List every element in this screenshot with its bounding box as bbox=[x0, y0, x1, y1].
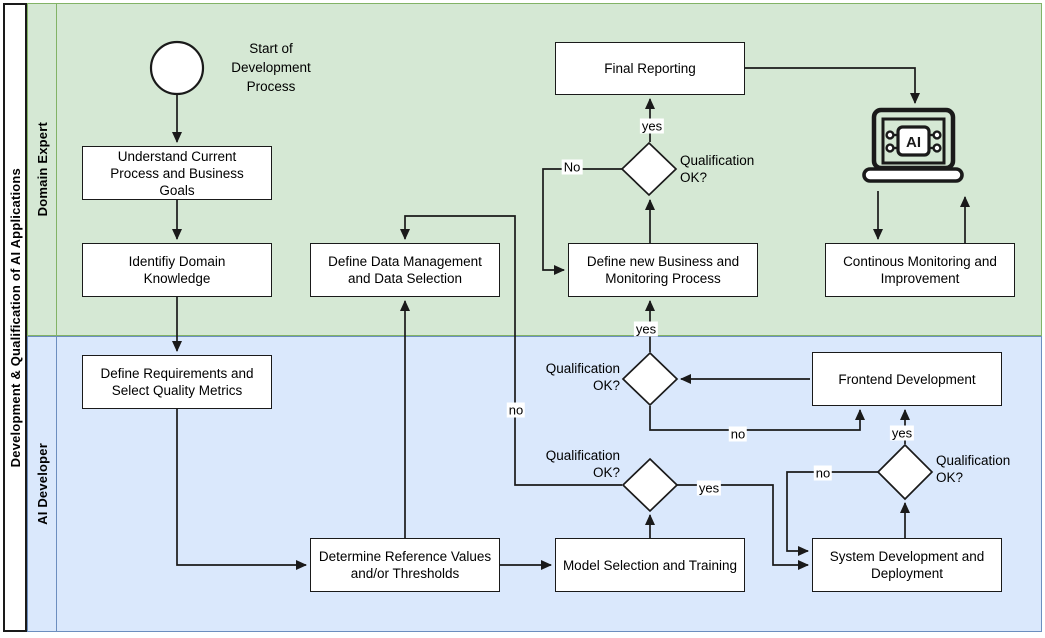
task-frontend-development: Frontend Development bbox=[812, 352, 1002, 406]
edge-label-d4-yes: yes bbox=[696, 480, 722, 496]
task-define-requirements: Define Requirements and Select Quality M… bbox=[82, 355, 272, 409]
start-event-label: Start of Development Process bbox=[231, 41, 311, 94]
task-final-reporting: Final Reporting bbox=[555, 42, 745, 95]
edge-label-d4-no: no bbox=[506, 402, 526, 418]
task-understand-current-process: Understand Current Process and Business … bbox=[82, 146, 272, 200]
lane-label-ai-developer: AI Developer bbox=[34, 443, 50, 525]
edge-label-d2-yes: yes bbox=[633, 321, 659, 337]
decision1-label: Qualification OK? bbox=[680, 153, 755, 185]
task-define-data-management: Define Data Management and Data Selectio… bbox=[310, 243, 500, 297]
lane-label-domain-expert: Domain Expert bbox=[34, 122, 50, 217]
edge-label-d2-no: no bbox=[728, 426, 748, 442]
task-define-new-business-process: Define new Business and Monitoring Proce… bbox=[568, 243, 758, 297]
edge-label-d3-no: no bbox=[813, 465, 833, 481]
task-system-development-deployment: System Development and Deployment bbox=[812, 538, 1002, 592]
decision2-label: Qualification OK? bbox=[545, 361, 620, 393]
task-model-selection-training: Model Selection and Training bbox=[555, 538, 745, 592]
edge-label-d1-yes: yes bbox=[639, 118, 665, 134]
edge-label-d1-no: No bbox=[561, 159, 583, 175]
pool-title-bar: Development & Qualification of AI Applic… bbox=[3, 3, 27, 632]
lane-ai-developer-header: AI Developer bbox=[28, 337, 57, 631]
task-identify-domain-knowledge: Identifiy Domain Knowledge bbox=[82, 243, 272, 297]
lane-domain-expert-header: Domain Expert bbox=[28, 4, 57, 335]
task-determine-reference-values: Determine Reference Values and/or Thresh… bbox=[310, 538, 500, 592]
decision3-label: Qualification OK? bbox=[936, 453, 1011, 485]
pool-title: Development & Qualification of AI Applic… bbox=[7, 167, 23, 468]
decision4-label: Qualification OK? bbox=[545, 448, 620, 480]
task-continuous-monitoring: Continous Monitoring and Improvement bbox=[825, 243, 1015, 297]
edge-label-d3-yes: yes bbox=[889, 425, 915, 441]
